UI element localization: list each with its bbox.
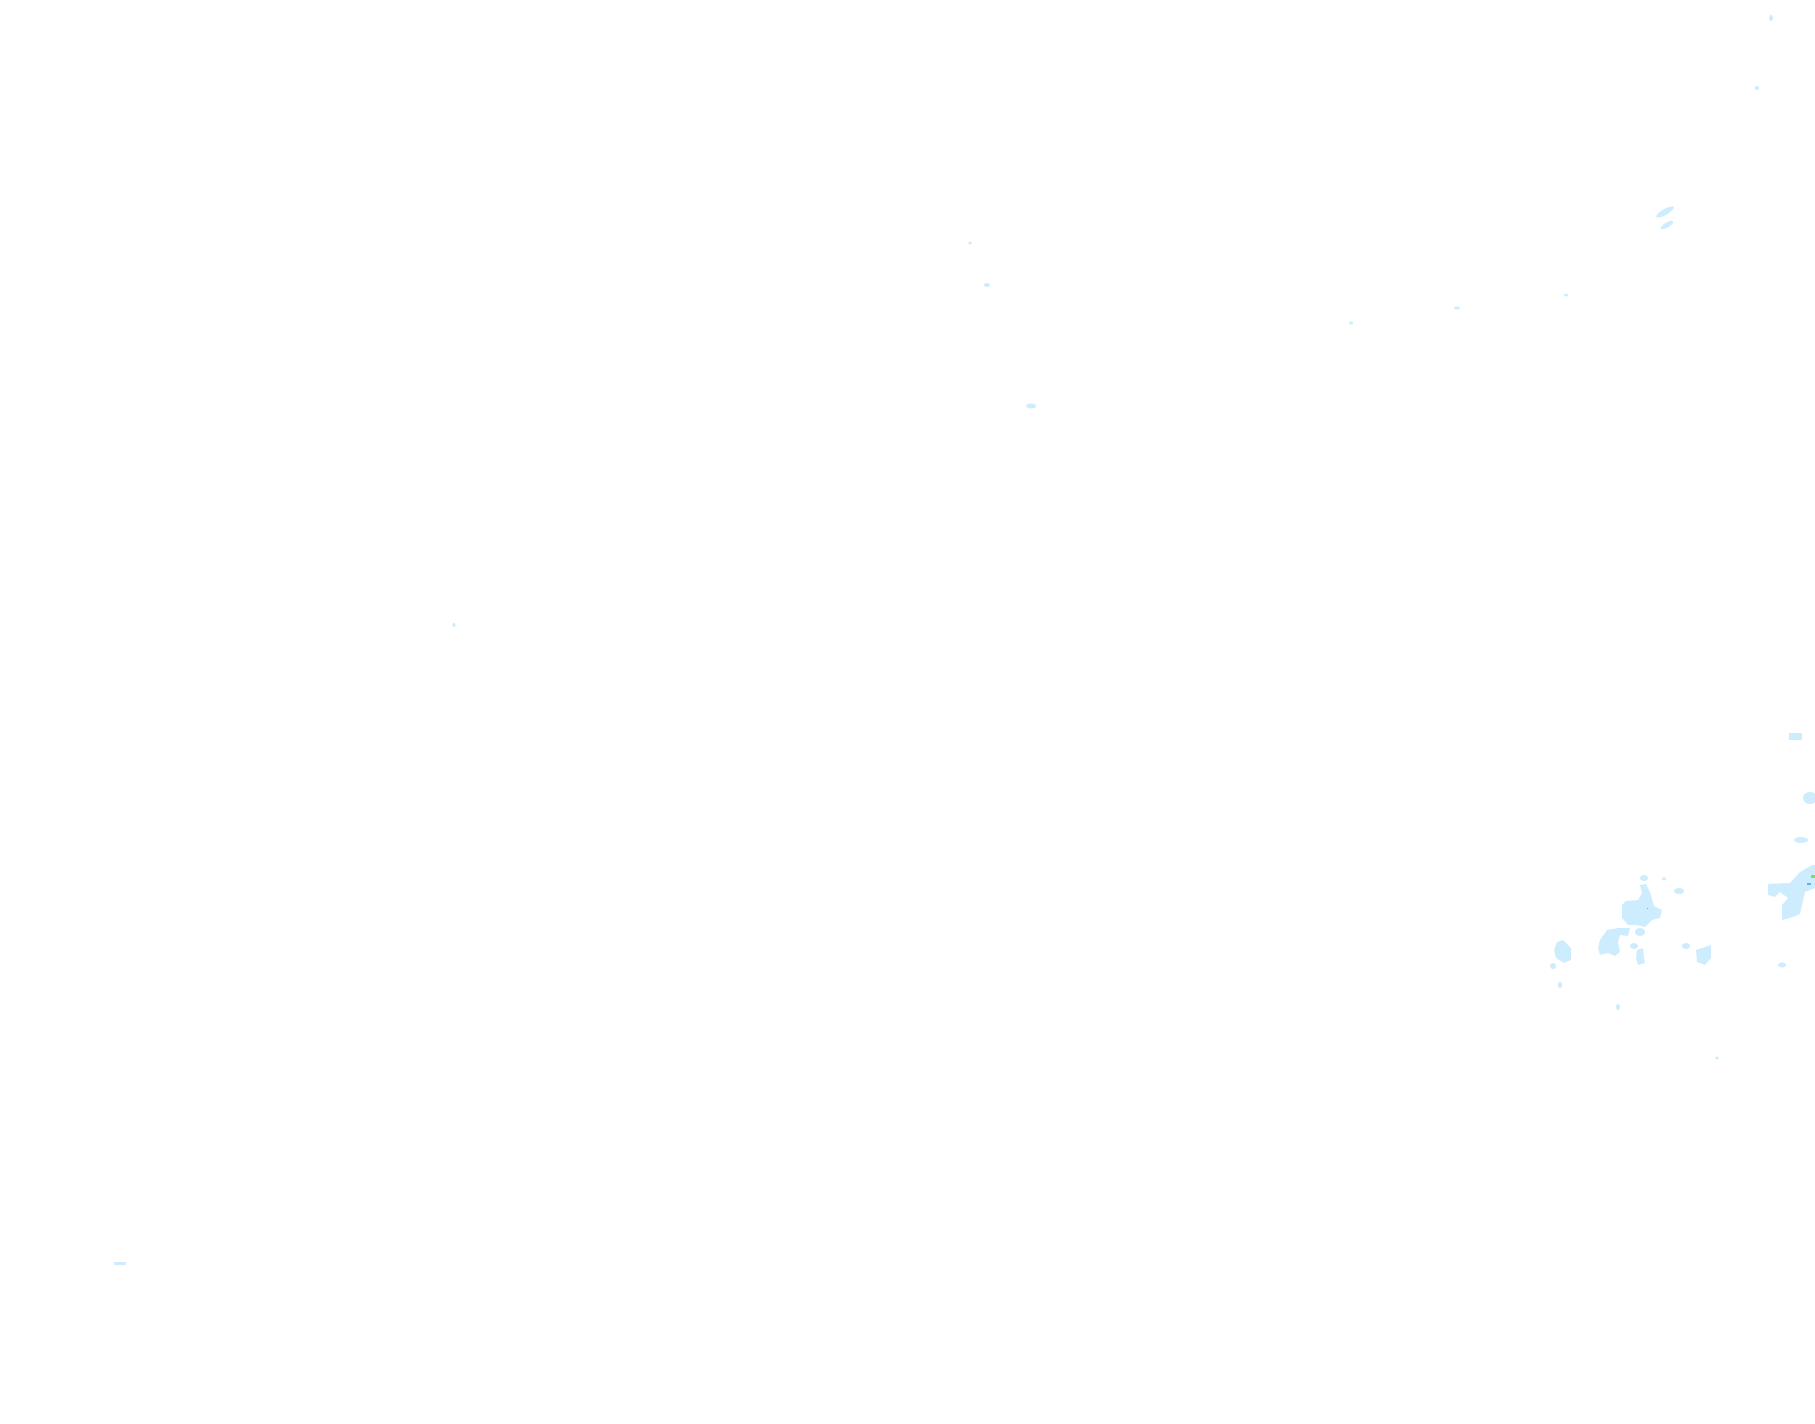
precip-cell	[1622, 884, 1662, 927]
precip-layer	[114, 15, 1815, 1265]
precip-cell	[1660, 220, 1674, 230]
precip-intense-layer	[1647, 875, 1815, 909]
precip-cell	[1755, 86, 1759, 90]
precip-cell	[1636, 948, 1645, 965]
precip-cell	[1630, 943, 1638, 949]
precip-cell	[1768, 865, 1815, 920]
precip-cell	[1674, 888, 1684, 894]
precip-cell	[1026, 403, 1036, 409]
precip-cell	[1662, 877, 1666, 881]
precip-cell	[1454, 306, 1460, 310]
precip-cell	[114, 1262, 126, 1265]
precip-cell-medium	[1647, 908, 1648, 909]
precip-cell-medium	[1807, 883, 1811, 885]
precip-cell	[1789, 733, 1802, 740]
precip-cell	[1635, 928, 1645, 936]
precip-cell	[1640, 875, 1648, 881]
precip-cell	[1682, 943, 1690, 949]
precip-cell	[1656, 206, 1674, 218]
precip-cell	[1769, 15, 1773, 21]
precip-cell	[1803, 792, 1815, 804]
precip-cell	[1550, 963, 1556, 969]
precip-cell	[1349, 321, 1353, 325]
precip-cell	[984, 283, 990, 287]
precip-cell	[1616, 1004, 1620, 1010]
precip-cell	[452, 623, 456, 627]
precip-cell	[1558, 982, 1562, 988]
precip-cell	[1778, 962, 1786, 968]
precip-cell	[968, 241, 972, 245]
precip-cell	[1554, 940, 1571, 963]
precip-cell	[1794, 837, 1808, 843]
precip-cell	[1598, 928, 1630, 956]
precip-cell-heavy	[1811, 875, 1815, 878]
precip-cell	[1696, 945, 1711, 965]
precip-cell	[1715, 1056, 1719, 1060]
precip-cell	[1564, 293, 1568, 297]
